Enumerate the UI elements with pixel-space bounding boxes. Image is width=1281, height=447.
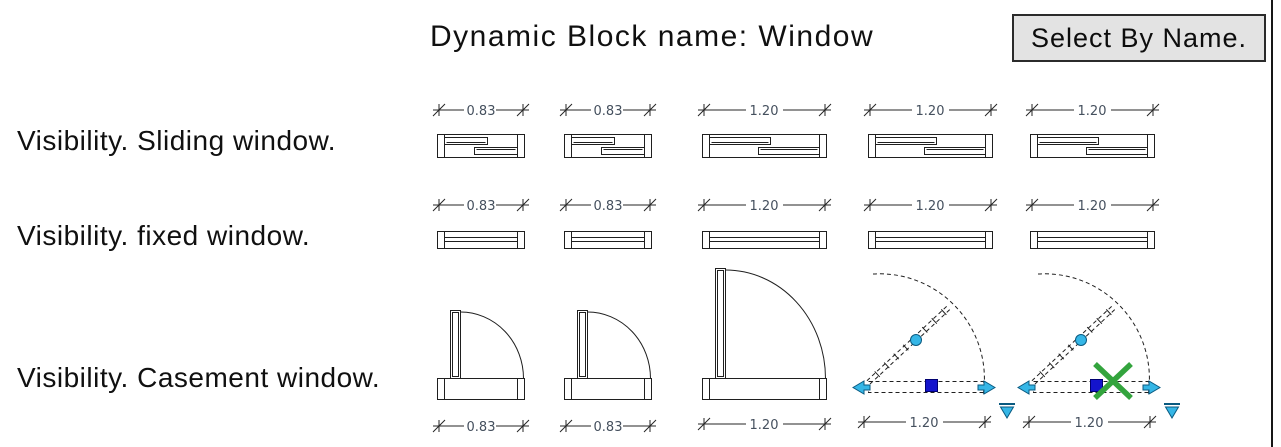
base-point-grip[interactable] [925,379,938,392]
dimension-label: 1.20 [1078,104,1107,119]
casement-window-symbol[interactable] [702,268,827,400]
dimension-label: 0.83 [594,199,623,214]
dimension-label: 1.20 [916,104,945,119]
dimension-label: 1.20 [1075,416,1104,431]
flip-grip[interactable] [1164,406,1180,419]
viewport-right-border [1271,0,1273,447]
casement-open-preview [865,273,985,397]
dimension-label: 0.83 [467,420,496,435]
select-by-name-button[interactable]: Select By Name. [1012,14,1266,62]
x-marker-icon [1093,362,1133,400]
sliding-window-symbol[interactable] [868,134,993,158]
base-point-grip[interactable] [1090,379,1103,392]
rotation-grip[interactable] [1075,334,1087,346]
row-label-sliding-window: Visibility. Sliding window. [17,125,337,156]
sliding-window-symbol[interactable] [702,134,827,158]
fixed-window-symbol[interactable] [564,231,652,249]
stretch-grip-right-arrow[interactable] [977,380,996,395]
dimension-label: 1.20 [910,416,939,431]
row-label-fixed-window: Visibility. fixed window. [17,220,311,251]
sliding-window-symbol[interactable] [564,134,652,158]
fixed-window-symbol[interactable] [1030,231,1155,249]
dimension-label: 1.20 [750,418,779,433]
fixed-window-symbol[interactable] [437,231,525,249]
dimension-label: 0.83 [467,104,496,119]
casement-window-symbol[interactable] [564,310,652,400]
stretch-grip-right-arrow[interactable] [1142,380,1161,395]
dimension-label: 1.20 [1078,199,1107,214]
casement-open-preview [1030,273,1150,397]
flip-grip[interactable] [999,406,1015,419]
row-label-casement-window: Visibility. Casement window. [17,362,381,393]
sliding-window-symbol[interactable] [437,134,525,158]
sliding-window-symbol[interactable] [1030,134,1155,158]
dimension-label: 0.83 [467,199,496,214]
fixed-window-symbol[interactable] [702,231,827,249]
stretch-grip-left-arrow[interactable] [1017,380,1036,395]
casement-window-symbol[interactable] [437,310,525,400]
stretch-grip-left-arrow[interactable] [852,380,871,395]
rotation-grip[interactable] [910,334,922,346]
dimension-label: 1.20 [916,199,945,214]
dimension-label: 1.20 [750,199,779,214]
fixed-window-symbol[interactable] [868,231,993,249]
dimension-label: 0.83 [594,420,623,435]
dimension-label: 1.20 [750,104,779,119]
dimension-label: 0.83 [594,104,623,119]
page-title: Dynamic Block name: Window [430,20,875,53]
